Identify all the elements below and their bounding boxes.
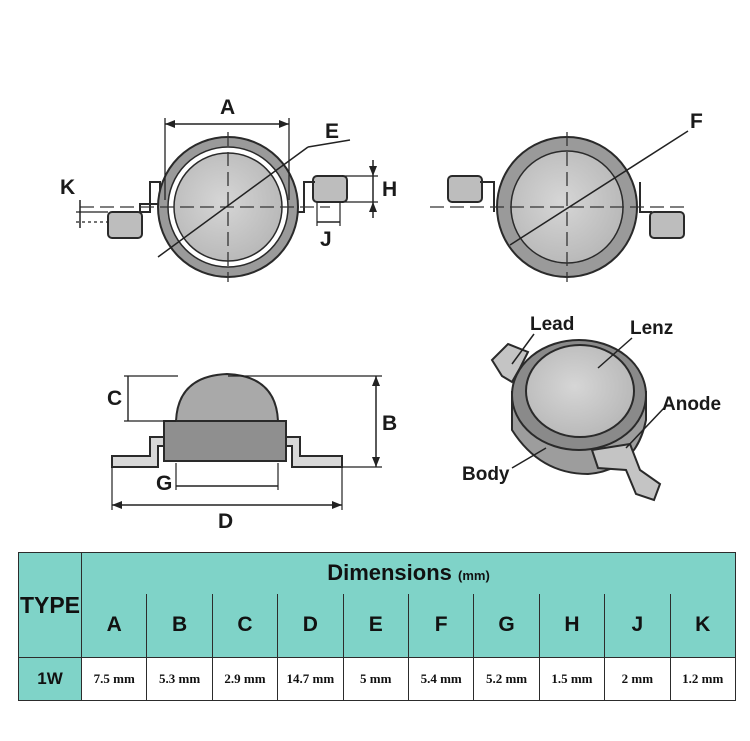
col-header: G: [473, 593, 540, 658]
left-lead-tab-2: [447, 175, 483, 203]
side-body: [163, 420, 287, 462]
table-cell: 1.5 mm: [538, 657, 606, 701]
column-letters-row: A B C D E F G H J K: [19, 593, 737, 658]
label-B: B: [382, 412, 397, 435]
table-cell: 2.9 mm: [211, 657, 279, 701]
table-cell: 5.3 mm: [146, 657, 213, 701]
table-cell: 5.4 mm: [407, 657, 475, 701]
table-cell: 1.2 mm: [669, 657, 737, 701]
dimensions-title: Dimensions (mm): [81, 551, 736, 594]
label-C: C: [107, 387, 122, 410]
left-lead-tab: [107, 211, 143, 239]
part-label-body: Body: [462, 464, 510, 485]
table-cell: 14.7 mm: [277, 657, 344, 701]
col-header: K: [669, 593, 737, 658]
label-G: G: [156, 472, 172, 495]
part-label-lenz: Lenz: [630, 318, 673, 339]
type-value: 1W: [18, 657, 82, 701]
side-view: C B G D: [107, 372, 397, 533]
led-dimension-drawing: A E H J K F: [60, 96, 721, 533]
col-header: E: [342, 593, 409, 658]
col-header: B: [146, 593, 213, 658]
label-D: D: [218, 510, 233, 533]
side-dome: [174, 372, 280, 422]
col-header: H: [538, 593, 606, 658]
label-F: F: [690, 110, 703, 133]
part-label-lead: Lead: [530, 314, 574, 335]
iso-lens: [525, 344, 635, 438]
table-cell: 5.2 mm: [473, 657, 540, 701]
side-right-lead: [285, 436, 343, 468]
iso-view: Lead Lenz Anode Body: [462, 314, 721, 502]
col-header: A: [80, 593, 148, 658]
label-H: H: [382, 178, 397, 201]
col-header: C: [211, 593, 279, 658]
label-K: K: [60, 176, 75, 199]
label-J: J: [320, 228, 332, 251]
top-view-left: A E H J K: [60, 96, 397, 282]
iso-lead-anode: [590, 442, 662, 502]
type-header: TYPE: [18, 552, 82, 658]
right-lead-tab-2: [649, 211, 685, 239]
top-view-right: F: [430, 110, 703, 282]
table-cell: 7.5 mm: [80, 657, 148, 701]
lens-2: [510, 150, 624, 264]
col-header: F: [407, 593, 475, 658]
label-A: A: [220, 96, 235, 119]
table-row: 1W 7.5 mm 5.3 mm 2.9 mm 14.7 mm 5 mm 5.4…: [18, 657, 737, 701]
right-lead-frame: [294, 181, 315, 213]
col-header: J: [604, 593, 671, 658]
dimensions-title-text: Dimensions: [327, 560, 452, 586]
col-header: D: [277, 593, 344, 658]
part-label-anode: Anode: [662, 394, 721, 415]
table-cell: 2 mm: [604, 657, 671, 701]
label-E: E: [325, 120, 339, 143]
right-lead-tab: [312, 175, 348, 203]
dimensions-unit: (mm): [458, 568, 490, 584]
side-left-lead: [111, 436, 165, 468]
dimensions-table: TYPE Dimensions (mm) A B C D E F G H J K…: [18, 551, 737, 701]
table-cell: 5 mm: [342, 657, 409, 701]
